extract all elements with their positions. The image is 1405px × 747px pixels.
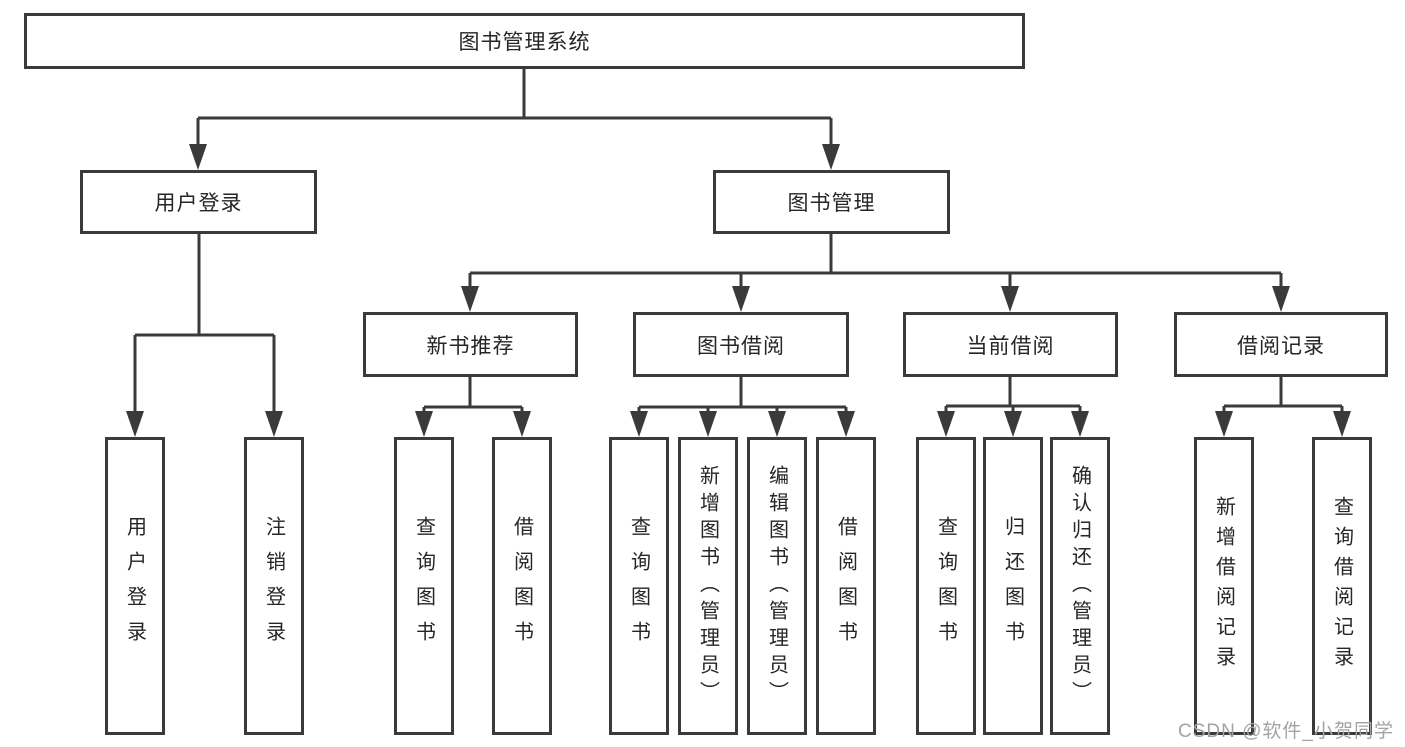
node-label: 编辑图书（管理员） <box>765 464 788 708</box>
node-current-borrow: 当前借阅 <box>903 312 1118 377</box>
node-label: 查询图书 <box>627 516 650 656</box>
node-label: 图书借阅 <box>697 334 785 358</box>
node-leaf-confirm-return-admin: 确认归还（管理员） <box>1050 437 1110 735</box>
node-label: 借阅图书 <box>834 516 857 656</box>
node-label: 借阅记录 <box>1237 334 1325 358</box>
node-label: 新增借阅记录 <box>1212 496 1235 676</box>
node-root: 图书管理系统 <box>24 13 1025 69</box>
node-label: 归还图书 <box>1001 516 1024 656</box>
node-label: 新书推荐 <box>426 334 515 358</box>
node-leaf-borrow-books: 借阅图书 <box>816 437 876 735</box>
node-leaf-user-login: 用户登录 <box>105 437 165 735</box>
node-leaf-query-books-borrow: 查询图书 <box>609 437 669 735</box>
node-label: 注销登录 <box>262 516 285 656</box>
node-label: 查询借阅记录 <box>1330 496 1353 676</box>
node-label: 用户登录 <box>123 516 146 656</box>
node-leaf-edit-book-admin: 编辑图书（管理员） <box>747 437 807 735</box>
node-borrow-records: 借阅记录 <box>1174 312 1388 377</box>
node-label: 新增图书（管理员） <box>696 464 719 708</box>
node-label: 查询图书 <box>934 516 957 656</box>
node-label: 确认归还（管理员） <box>1068 464 1091 708</box>
node-leaf-borrow-books-recommend: 借阅图书 <box>492 437 552 735</box>
node-new-book-recommend: 新书推荐 <box>363 312 578 377</box>
node-book-borrow: 图书借阅 <box>633 312 849 377</box>
node-label: 用户登录 <box>154 192 243 215</box>
node-leaf-add-borrow-record: 新增借阅记录 <box>1194 437 1254 735</box>
node-user-login: 用户登录 <box>80 170 317 234</box>
watermark: CSDN @软件_小贺同学 <box>1178 721 1394 742</box>
node-label: 图书管理系统 <box>458 31 591 54</box>
node-leaf-query-borrow-record: 查询借阅记录 <box>1312 437 1372 735</box>
node-label: 查询图书 <box>412 516 435 656</box>
node-leaf-logout: 注销登录 <box>244 437 304 735</box>
node-label: 当前借阅 <box>966 334 1055 358</box>
node-label: 借阅图书 <box>510 516 533 656</box>
node-leaf-add-book-admin: 新增图书（管理员） <box>678 437 738 735</box>
node-leaf-return-books: 归还图书 <box>983 437 1043 735</box>
node-leaf-query-books-recommend: 查询图书 <box>394 437 454 735</box>
node-book-management: 图书管理 <box>713 170 950 234</box>
node-label: 图书管理 <box>787 192 876 215</box>
node-leaf-query-books-current: 查询图书 <box>916 437 976 735</box>
